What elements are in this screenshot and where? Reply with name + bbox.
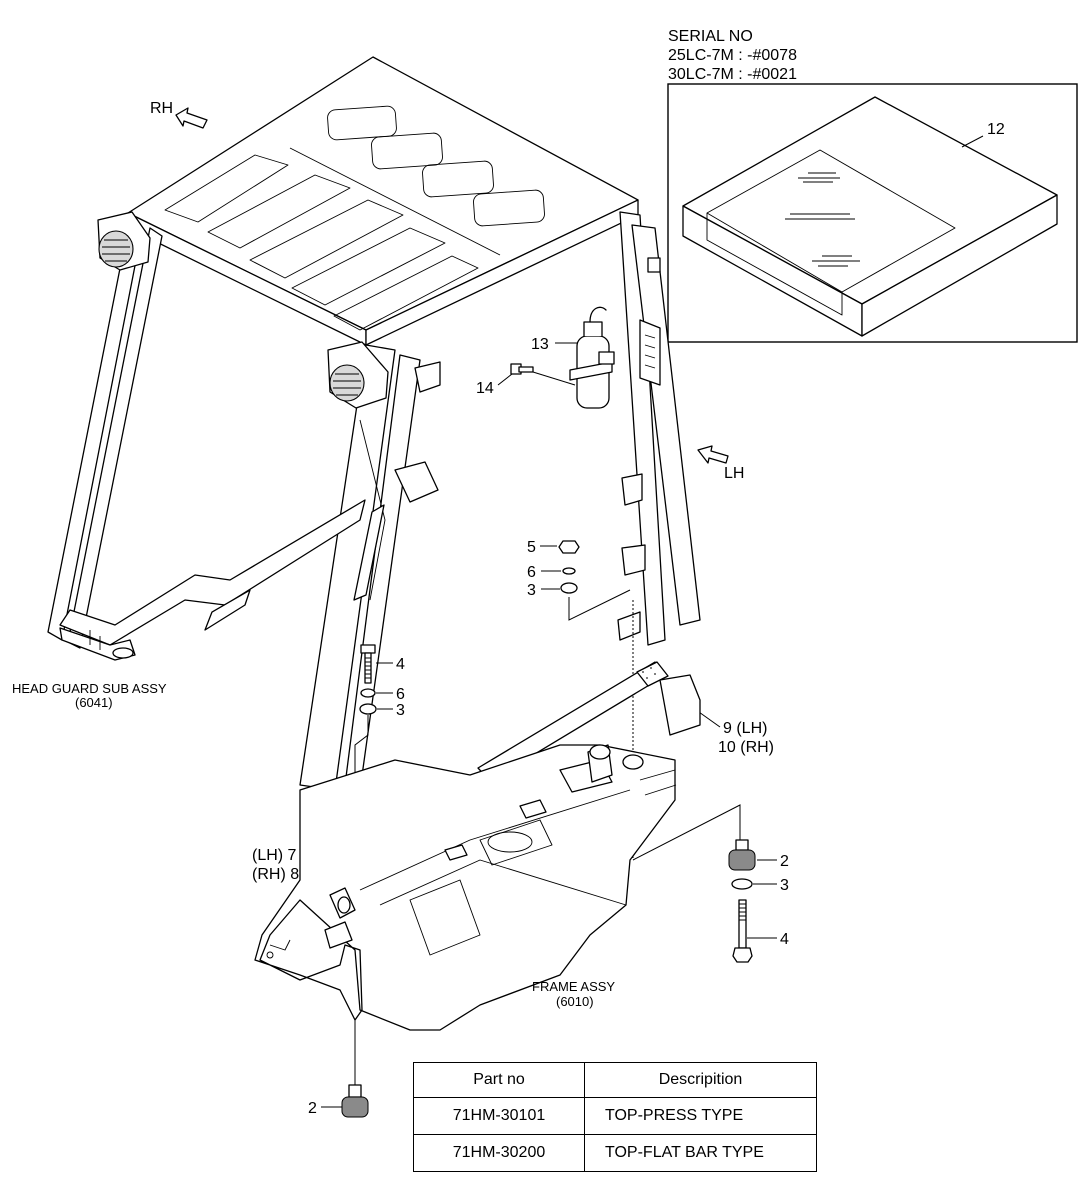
callout-6-upper: 6	[527, 564, 536, 581]
lh-direction-arrow: LH	[697, 445, 744, 482]
frame-assy-name: FRAME ASSY	[532, 979, 615, 994]
part-number-table: Part no Descripition 71HM-30101 TOP-PRES…	[413, 1062, 817, 1172]
frame-assy	[254, 674, 701, 1031]
serial-line-1: 25LC-7M : -#0078	[668, 47, 797, 64]
callout-2-right: 2	[780, 853, 789, 870]
head-guard-sub-assy	[47, 56, 701, 791]
callout-4-right: 4	[780, 931, 789, 948]
rubber-mount-2-bottom-icon	[341, 1084, 369, 1118]
roof-slots	[164, 105, 545, 331]
callout-8: (RH) 8	[252, 866, 299, 883]
washer-3-left-icon	[359, 703, 377, 715]
washer-3-upper-icon	[560, 582, 578, 594]
callout-12: 12	[987, 121, 1005, 138]
description-cell: TOP-PRESS TYPE	[584, 1097, 817, 1135]
serial-line-2: 30LC-7M : -#0021	[668, 66, 797, 83]
serial-heading: SERIAL NO	[668, 28, 753, 45]
description-cell: TOP-FLAT BAR TYPE	[584, 1134, 817, 1172]
table-row: 71HM-30200 TOP-FLAT BAR TYPE	[413, 1134, 817, 1172]
callout-7: (LH) 7	[252, 847, 297, 864]
nut-5-icon	[558, 540, 580, 554]
fire-extinguisher-icon	[569, 306, 615, 409]
part-no-cell: 71HM-30200	[413, 1134, 585, 1172]
spring-washer-6-icon	[562, 567, 576, 575]
work-lamp-left-icon	[97, 211, 151, 271]
table-header-row: Part no Descripition	[413, 1062, 817, 1098]
callout-14: 14	[476, 380, 494, 397]
flat-bar-9-10-icon	[477, 661, 669, 782]
spring-washer-6-left-icon	[360, 688, 376, 698]
serial-inset-frame	[667, 83, 1078, 343]
callout-4-left: 4	[396, 656, 405, 673]
callout-10: 10 (RH)	[718, 739, 774, 756]
lh-label: LH	[724, 465, 744, 482]
callout-3-upper: 3	[527, 582, 536, 599]
header-part-no: Part no	[413, 1062, 585, 1098]
manual-book-icon	[682, 96, 1058, 337]
callout-3-right: 3	[780, 877, 789, 894]
bolt-14-icon	[510, 363, 534, 375]
callout-5: 5	[527, 539, 536, 556]
head-guard-assy-name: HEAD GUARD SUB ASSY	[12, 681, 167, 696]
callout-9: 9 (LH)	[723, 720, 767, 737]
bolt-4-right-icon	[732, 899, 753, 963]
rh-direction-arrow: RH	[150, 100, 208, 129]
header-description: Descripition	[584, 1062, 817, 1098]
washer-3-right-icon	[731, 878, 753, 890]
part-no-cell: 71HM-30101	[413, 1097, 585, 1135]
callout-13: 13	[531, 336, 549, 353]
callout-2-bottom: 2	[308, 1100, 317, 1117]
callout-6-left: 6	[396, 686, 405, 703]
rubber-mount-2-right-icon	[728, 839, 756, 871]
table-row: 71HM-30101 TOP-PRESS TYPE	[413, 1097, 817, 1135]
head-guard-assy-code: (6041)	[75, 695, 113, 710]
rh-label: RH	[150, 100, 173, 117]
callout-3-left: 3	[396, 702, 405, 719]
work-lamp-right-icon	[327, 341, 389, 409]
bolt-4-left-icon	[360, 644, 376, 684]
serial-inset: SERIAL NO 25LC-7M : -#0078 30LC-7M : -#0…	[667, 28, 1078, 343]
frame-assy-code: (6010)	[556, 994, 594, 1009]
